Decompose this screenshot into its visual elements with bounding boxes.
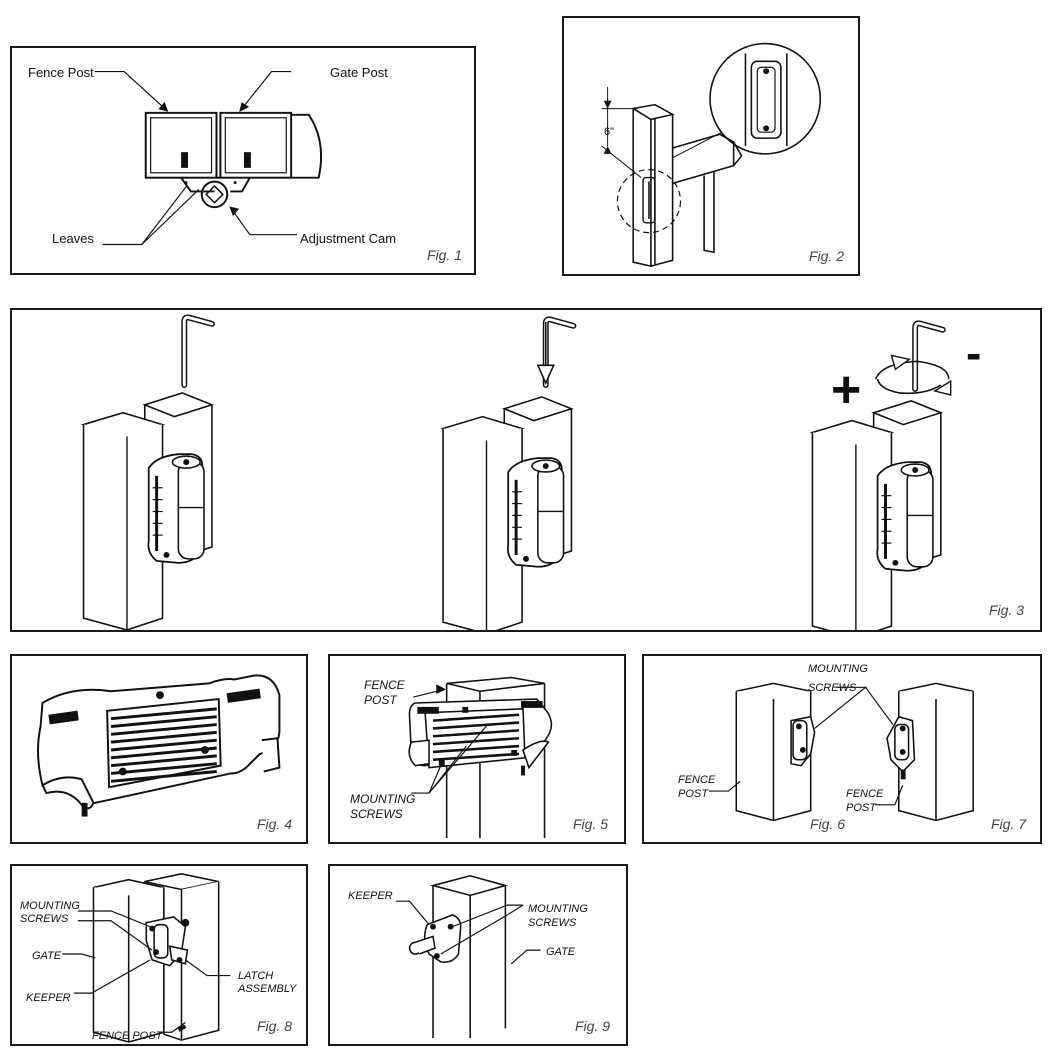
fig2-dimension-label: 6" [604, 126, 615, 138]
fig1-panel: Fence Post Gate Post Leaves Adjustment C… [10, 46, 476, 275]
fig3-plus-symbol: + [830, 361, 861, 419]
fig67-fence-post-left-label: FENCE POST [678, 774, 716, 800]
fig2-panel: 6" Fig. 2 [562, 16, 860, 276]
fig8-fence-post-label: FENCE POST [92, 1030, 163, 1042]
fig3-caption: Fig. 3 [988, 602, 1024, 618]
fig5-mounting-screws-label: MOUNTING SCREWS [350, 792, 416, 821]
fig67-panel: MOUNTING SCREWS FENCE POST FENCE POST Fi… [642, 654, 1042, 844]
fig8-latch-assembly-label: LATCH ASSEMBLY [238, 970, 297, 996]
fig9-keeper-label: KEEPER [348, 890, 393, 902]
fig4-drawing [37, 674, 281, 817]
fig2-caption: Fig. 2 [808, 248, 844, 264]
fig4-panel: Fig. 4 [10, 654, 308, 844]
fig9-caption: Fig. 9 [574, 1018, 610, 1034]
fig3-drawing [82, 314, 952, 630]
fig8-gate-label: GATE [32, 950, 62, 962]
fig9-panel: KEEPER MOUNTING SCREWS GATE Fig. 9 [328, 864, 628, 1046]
fig8-drawing [62, 873, 231, 1043]
fig1-fence-post-label: Fence Post [28, 65, 94, 80]
fig3-minus-symbol: - [966, 327, 982, 379]
fig67-fence-post-right-label: FENCE POST [846, 788, 884, 814]
fig4-caption: Fig. 4 [256, 816, 292, 832]
fig5-fence-post-label: FENCE POST [364, 678, 405, 707]
fig67-drawing [708, 682, 974, 822]
fig1-caption: Fig. 1 [426, 247, 462, 263]
fig7-caption: Fig. 7 [990, 816, 1026, 832]
fig3-panel: + - Fig. 3 [10, 308, 1042, 632]
fig9-drawing [395, 874, 541, 1039]
fig8-mounting-screws-label: MOUNTING SCREWS [20, 900, 80, 926]
fig8-caption: Fig. 8 [256, 1018, 292, 1034]
fig1-drawing [94, 70, 323, 246]
fig5-caption: Fig. 5 [572, 816, 608, 832]
fig8-keeper-label: KEEPER [26, 992, 71, 1004]
fig1-leaves-label: Leaves [52, 231, 94, 246]
fig5-panel: FENCE POST MOUNTING SCREWS Fig. 5 [328, 654, 626, 844]
fig6-caption: Fig. 6 [810, 816, 846, 832]
fig8-panel: MOUNTING SCREWS GATE KEEPER LATCH ASSEMB… [10, 864, 308, 1046]
fig5-drawing [408, 676, 553, 839]
fig1-gate-post-label: Gate Post [330, 65, 388, 80]
fig1-adjustment-cam-label: Adjustment Cam [300, 231, 397, 246]
fig9-mounting-screws-label: MOUNTING SCREWS [528, 903, 588, 930]
fig2-drawing [601, 42, 822, 268]
fig67-mounting-screws-label: MOUNTING SCREWS [808, 663, 868, 694]
fig9-gate-label: GATE [546, 946, 576, 958]
